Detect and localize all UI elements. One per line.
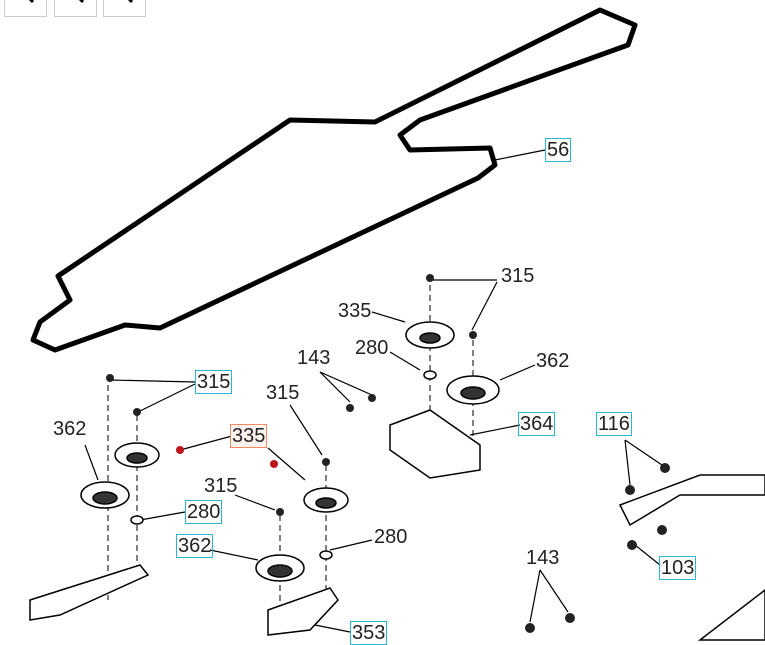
- part-label-362[interactable]: 362: [176, 534, 214, 558]
- part-label-280[interactable]: 280: [374, 526, 408, 548]
- zoom-in-button[interactable]: [4, 0, 47, 17]
- part-label-56[interactable]: 56: [545, 138, 572, 162]
- part-label-364[interactable]: 364: [518, 412, 556, 436]
- part-label-335[interactable]: 335: [338, 300, 372, 322]
- hotspot-dot[interactable]: [176, 446, 184, 454]
- magnifier-icon: [127, 0, 134, 4]
- part-label-143[interactable]: 143: [297, 347, 331, 369]
- magnifier-icon: [28, 0, 35, 4]
- part-label-315[interactable]: 315: [266, 382, 300, 404]
- part-label-280[interactable]: 280: [185, 500, 223, 524]
- part-label-362[interactable]: 362: [53, 418, 87, 440]
- part-label-362[interactable]: 362: [536, 350, 570, 372]
- part-label-116[interactable]: 116: [596, 412, 632, 436]
- zoom-out-button[interactable]: [54, 0, 97, 17]
- part-label-103[interactable]: 103: [659, 556, 697, 580]
- belt: [30, 7, 638, 353]
- part-label-315[interactable]: 315: [204, 475, 238, 497]
- part-label-335-highlighted[interactable]: 335: [230, 424, 268, 448]
- hotspot-dot[interactable]: [270, 460, 278, 468]
- part-label-353[interactable]: 353: [350, 621, 388, 645]
- part-label-280[interactable]: 280: [355, 337, 389, 359]
- part-label-143[interactable]: 143: [526, 547, 560, 569]
- part-label-315[interactable]: 315: [195, 370, 233, 394]
- magnifier-icon: [78, 0, 85, 4]
- part-label-315[interactable]: 315: [501, 265, 535, 287]
- zoom-reset-button[interactable]: [103, 0, 146, 17]
